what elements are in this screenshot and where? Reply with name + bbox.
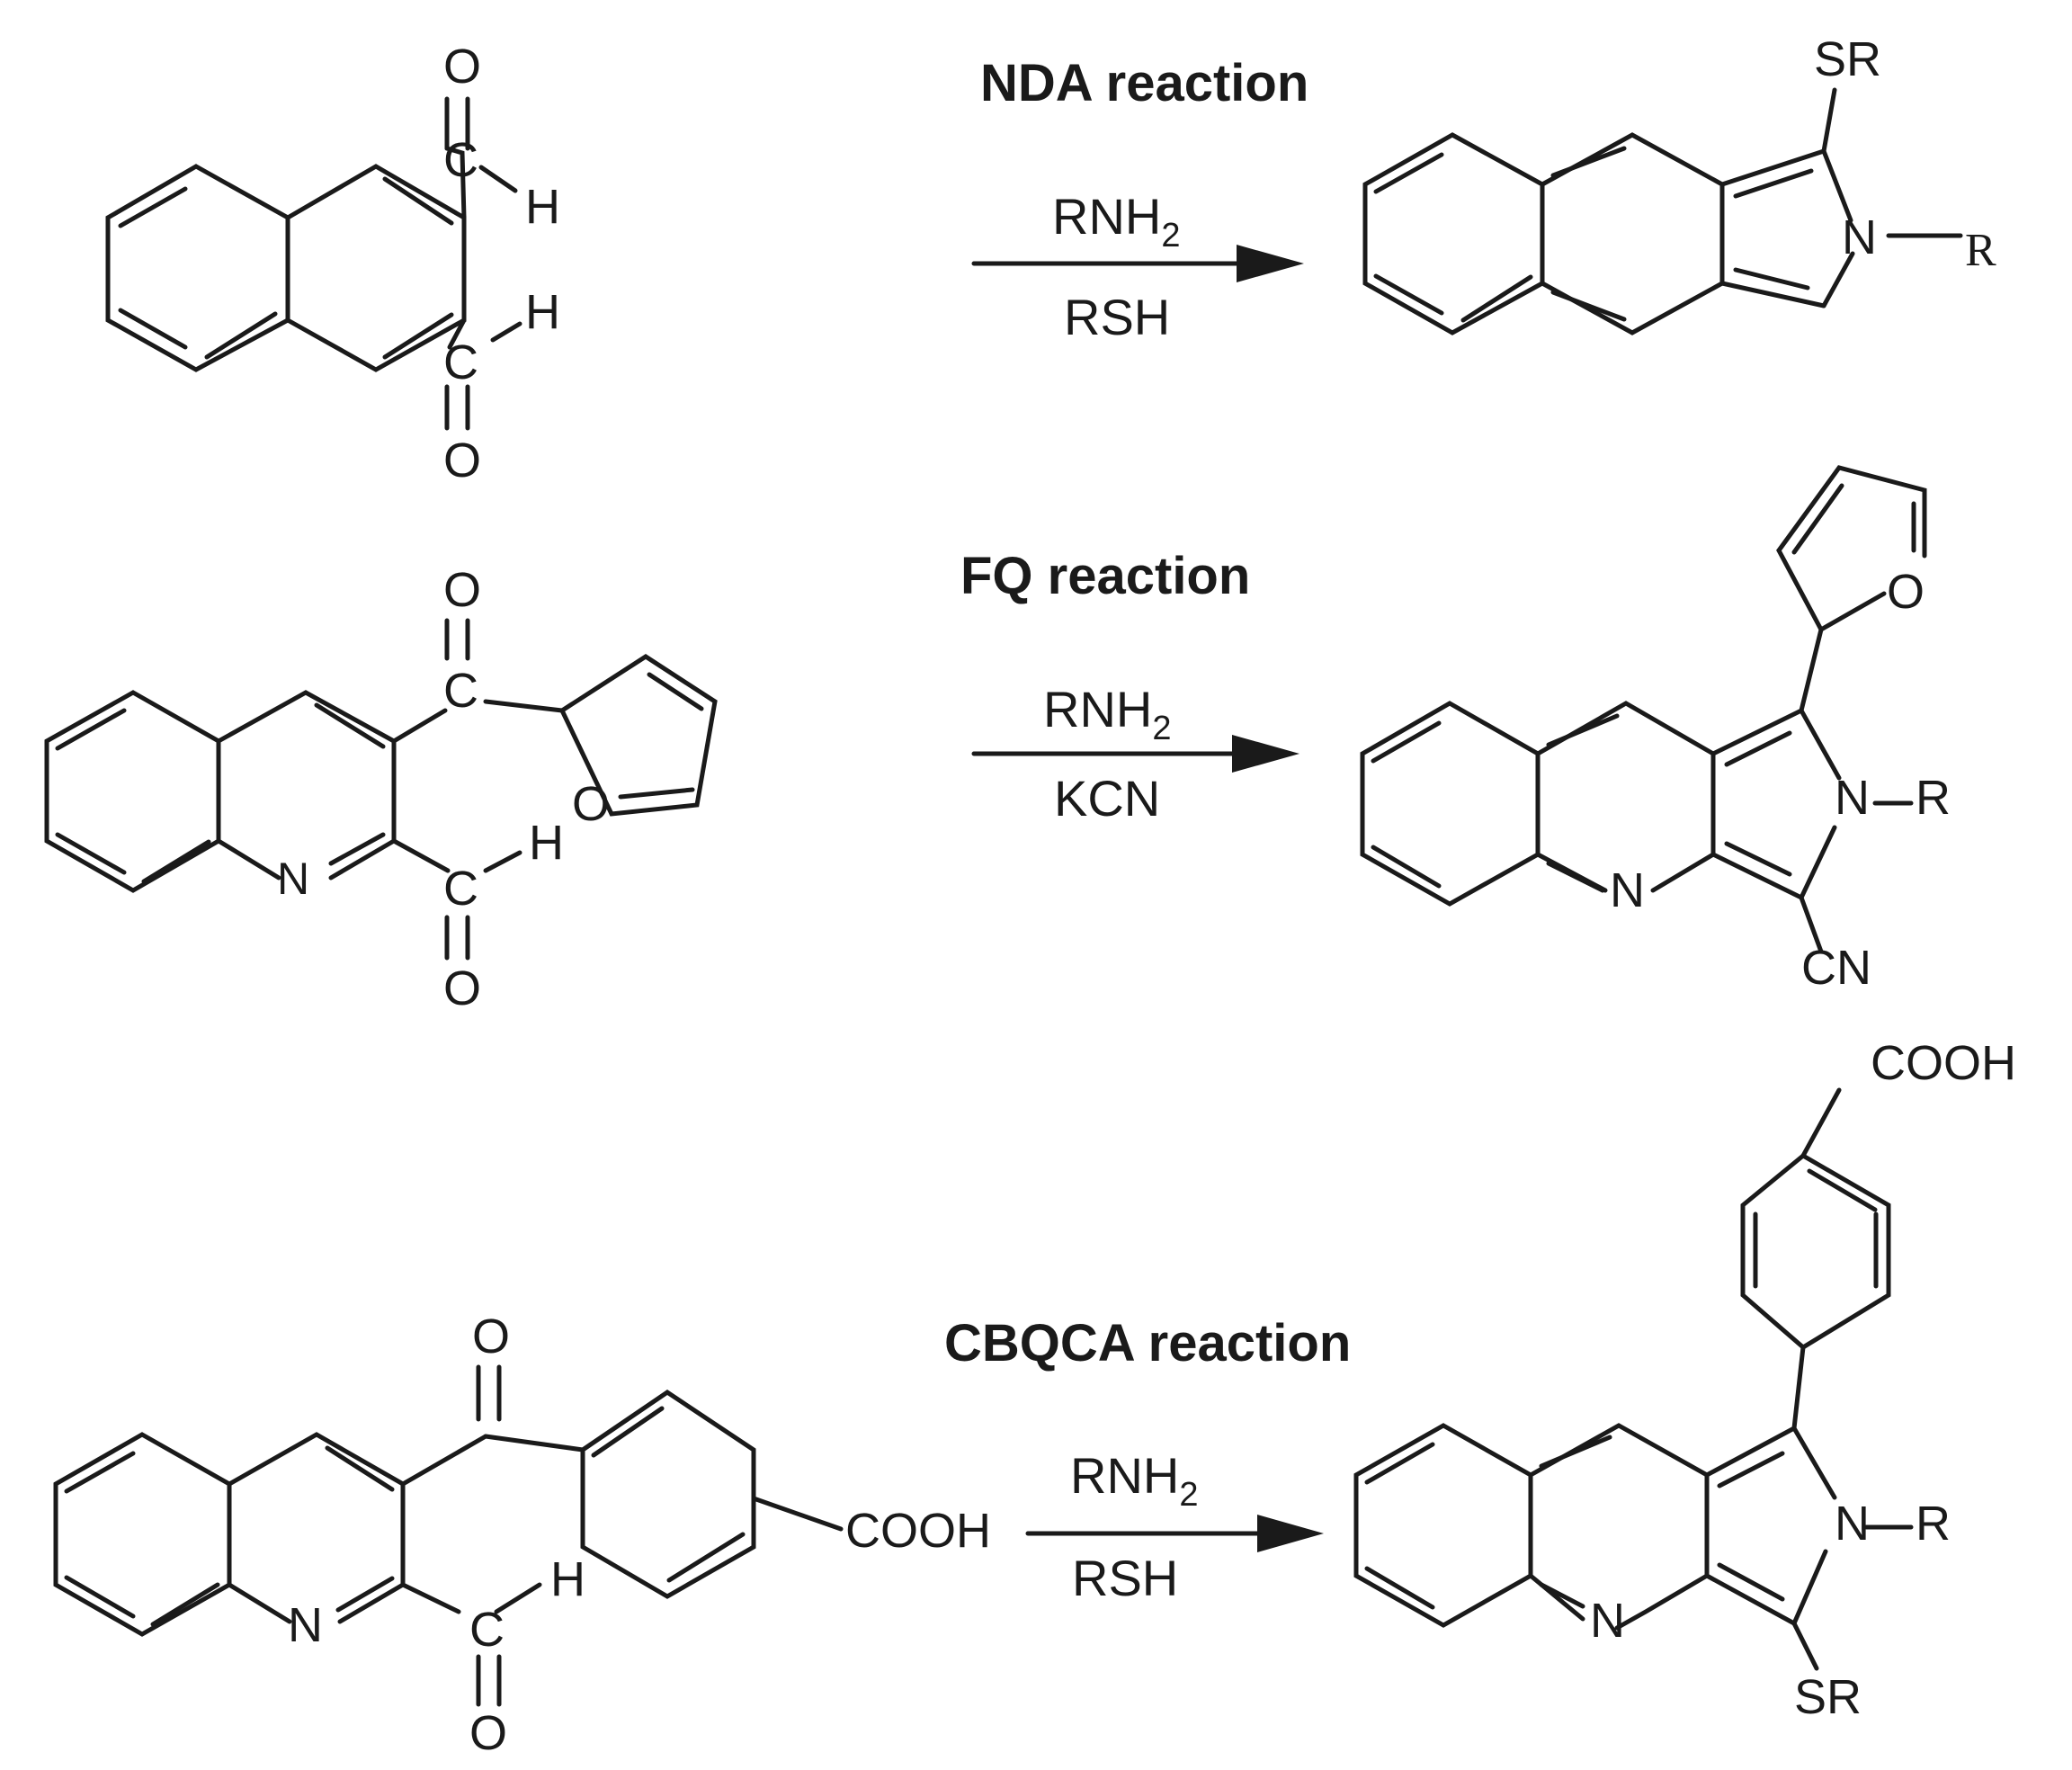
nda-reactant-c1: C bbox=[443, 133, 478, 187]
cbqca-reagent-amine: RNH2 bbox=[1070, 1447, 1198, 1514]
nda-product-r: R bbox=[1965, 225, 1996, 276]
fq-reactant-n: N bbox=[277, 854, 309, 904]
nda-reactant-h1: H bbox=[525, 180, 560, 234]
fq-product-structure: O N R N CN bbox=[1360, 465, 1951, 995]
cbqca-reactant-h: H bbox=[550, 1552, 585, 1606]
nda-reaction-title: NDA reaction bbox=[980, 54, 1308, 112]
nda-reagent-amine: RNH2 bbox=[1052, 188, 1180, 255]
cbqca-reactant-cooh: COOH bbox=[845, 1504, 991, 1558]
fq-reaction-arrow bbox=[971, 735, 1299, 773]
cbqca-product-structure: COOH N R N SR bbox=[1353, 1036, 2016, 1724]
cbqca-reaction: O COOH N H C O CBQCA reaction RNH2 RSH bbox=[53, 1036, 2016, 1760]
nda-product-structure: SR N R bbox=[1362, 32, 1996, 335]
nda-reactant-h2: H bbox=[525, 285, 560, 339]
nda-product-sr: SR bbox=[1814, 32, 1881, 86]
cbqca-reactant-n: N bbox=[288, 1598, 323, 1652]
fq-reagent-amine: RNH2 bbox=[1043, 681, 1171, 747]
cbqca-reactant-structure: O COOH N H C O bbox=[53, 1310, 991, 1760]
fq-reactant-c1: C bbox=[443, 664, 478, 718]
nda-reagent-thiol: RSH bbox=[1064, 289, 1170, 345]
nda-reactant-o2: O bbox=[443, 434, 481, 487]
fq-reaction: O C O N H C O FQ reaction RNH2 KCN bbox=[44, 465, 1951, 1015]
fq-reactant-ofuran: O bbox=[572, 777, 610, 831]
nda-reactant-o1: O bbox=[443, 40, 481, 94]
nda-reaction: O C H H C O NDA reaction RNH2 RSH SR bbox=[105, 32, 1996, 487]
cbqca-reactant-c: C bbox=[469, 1603, 505, 1657]
fq-product-r: R bbox=[1916, 771, 1951, 825]
cbqca-reaction-arrow bbox=[1025, 1515, 1324, 1552]
fq-reactant-o1: O bbox=[443, 563, 481, 617]
cbqca-reagent-thiol: RSH bbox=[1072, 1550, 1178, 1606]
cbqca-product-r: R bbox=[1916, 1497, 1951, 1551]
fq-reagent-cyanide: KCN bbox=[1054, 770, 1160, 827]
cbqca-product-sr: SR bbox=[1794, 1670, 1862, 1724]
fq-product-ofuran: O bbox=[1887, 565, 1925, 619]
nda-reactant-c2: C bbox=[443, 335, 478, 389]
cbqca-product-n: N bbox=[1835, 1497, 1870, 1551]
fq-reactant-o2: O bbox=[443, 961, 481, 1015]
fq-reactant-c2: C bbox=[443, 862, 478, 916]
cbqca-reactant-o1: O bbox=[472, 1310, 510, 1363]
fq-product-n: N bbox=[1835, 771, 1870, 825]
fq-product-quinoline-n: N bbox=[1610, 863, 1645, 917]
nda-product-n: N bbox=[1842, 210, 1877, 264]
fq-product-cn: CN bbox=[1801, 941, 1871, 995]
cbqca-reactant-o2: O bbox=[469, 1706, 507, 1760]
cbqca-reaction-title: CBQCA reaction bbox=[944, 1314, 1351, 1372]
cbqca-product-quinoline-n: N bbox=[1590, 1594, 1625, 1648]
cbqca-product-cooh: COOH bbox=[1871, 1036, 2016, 1090]
nda-reaction-arrow bbox=[971, 245, 1304, 282]
fq-reaction-title: FQ reaction bbox=[960, 547, 1250, 605]
fq-reactant-structure: O C O N H C O bbox=[44, 563, 718, 1015]
nda-reactant-structure: O C H H C O bbox=[105, 40, 560, 487]
fq-reactant-h: H bbox=[529, 816, 564, 870]
